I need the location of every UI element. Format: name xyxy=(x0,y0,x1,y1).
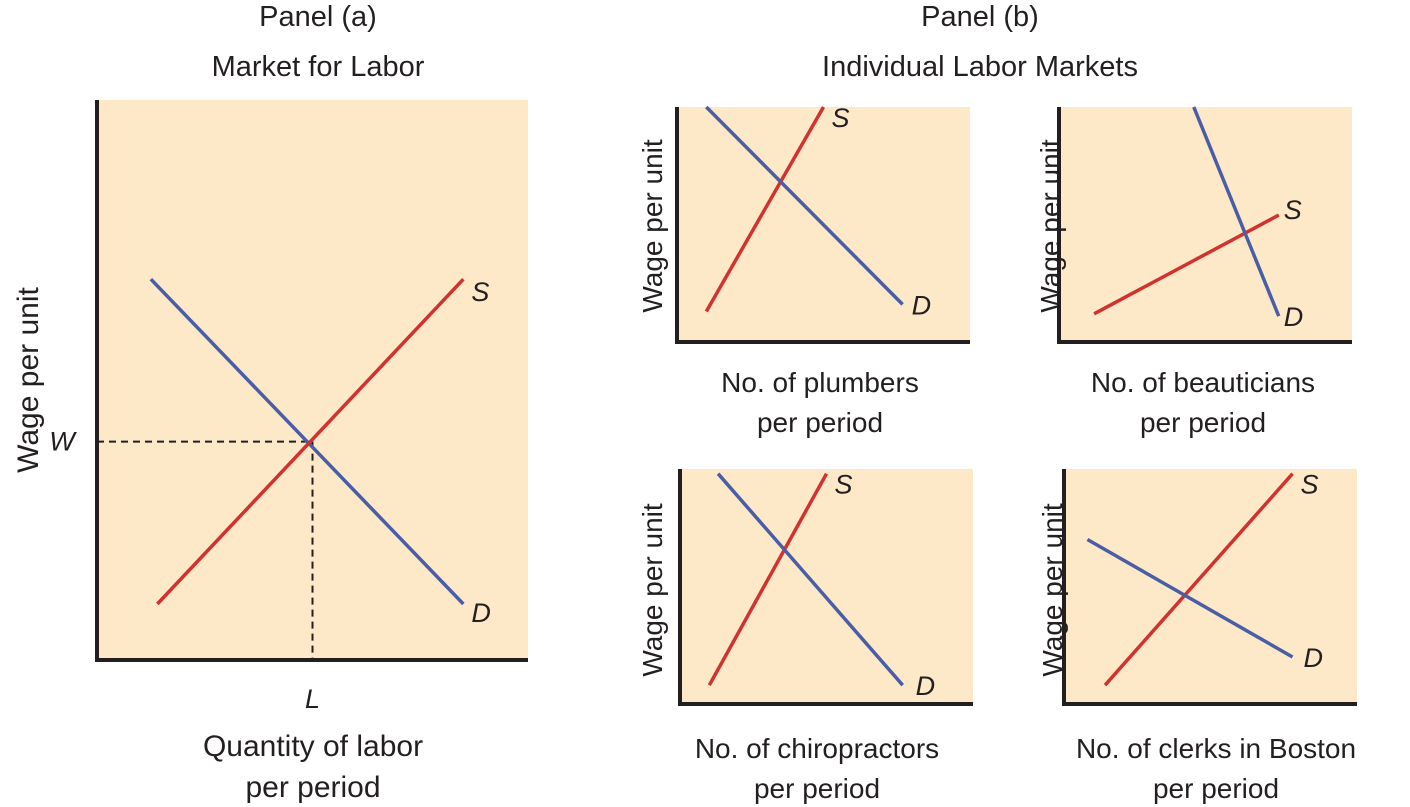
y-axis-label: Wage per unit xyxy=(637,139,668,312)
supply-curve xyxy=(704,106,826,313)
panel-a-title: Panel (a) xyxy=(259,1,377,33)
demand-curve-label: D xyxy=(916,671,936,701)
demand-curve-label: D xyxy=(471,598,491,628)
supply-curve xyxy=(707,472,829,687)
x-axis-label-line1: No. of plumbers xyxy=(721,367,919,398)
plot-area xyxy=(1064,469,1357,704)
demand-curve xyxy=(716,472,904,687)
y-axis-label: Wage per unit xyxy=(637,503,668,676)
y-axis-label: Wage per unit xyxy=(12,287,45,473)
panel-b-title: Panel (b) xyxy=(921,1,1039,33)
demand-curve-label: D xyxy=(1304,643,1324,673)
plot-area xyxy=(1059,107,1352,342)
x-axis-label-line2: per period xyxy=(1140,407,1266,438)
plot-area xyxy=(680,469,973,704)
axes xyxy=(1062,469,1357,706)
x-axis-label-line1: No. of chiropractors xyxy=(695,733,939,764)
equilibrium-quantity-label: L xyxy=(305,684,320,714)
y-axis-label: Wage per unit xyxy=(1037,503,1068,676)
panel-a-subtitle: Market for Labor xyxy=(212,51,425,83)
axes xyxy=(1057,107,1352,344)
demand-curve xyxy=(1192,106,1281,317)
demand-curve xyxy=(1086,537,1294,659)
demand-curve-label: D xyxy=(912,290,932,320)
supply-curve-label: S xyxy=(1301,470,1319,500)
supply-curve-label: S xyxy=(1284,195,1302,225)
y-axis-label: Wage per unit xyxy=(1035,139,1066,312)
demand-curve-label: D xyxy=(1284,302,1304,332)
axes xyxy=(675,107,970,344)
demand-curve xyxy=(705,105,904,306)
supply-curve-label: S xyxy=(835,470,853,500)
x-axis-label-line2: per period xyxy=(1153,773,1279,804)
demand-curve xyxy=(149,277,465,606)
axes xyxy=(678,469,973,706)
panel-b-subtitle: Individual Labor Markets xyxy=(822,51,1138,83)
x-axis-label-line1: No. of beauticians xyxy=(1091,367,1315,398)
supply-curve-label: S xyxy=(471,277,489,307)
x-axis-label-line1: Quantity of labor xyxy=(203,730,423,763)
axes xyxy=(95,100,528,662)
x-axis-label-line1: No. of clerks in Boston xyxy=(1076,733,1356,764)
supply-curve xyxy=(1103,472,1294,687)
supply-curve xyxy=(1093,213,1280,316)
x-axis-label-line2: per period xyxy=(754,773,880,804)
x-axis-label-line2: per period xyxy=(757,407,883,438)
supply-curve xyxy=(156,277,465,606)
equilibrium-wage-label: W xyxy=(49,427,77,457)
supply-curve-label: S xyxy=(832,103,850,133)
x-axis-label-line2: per period xyxy=(245,771,380,804)
